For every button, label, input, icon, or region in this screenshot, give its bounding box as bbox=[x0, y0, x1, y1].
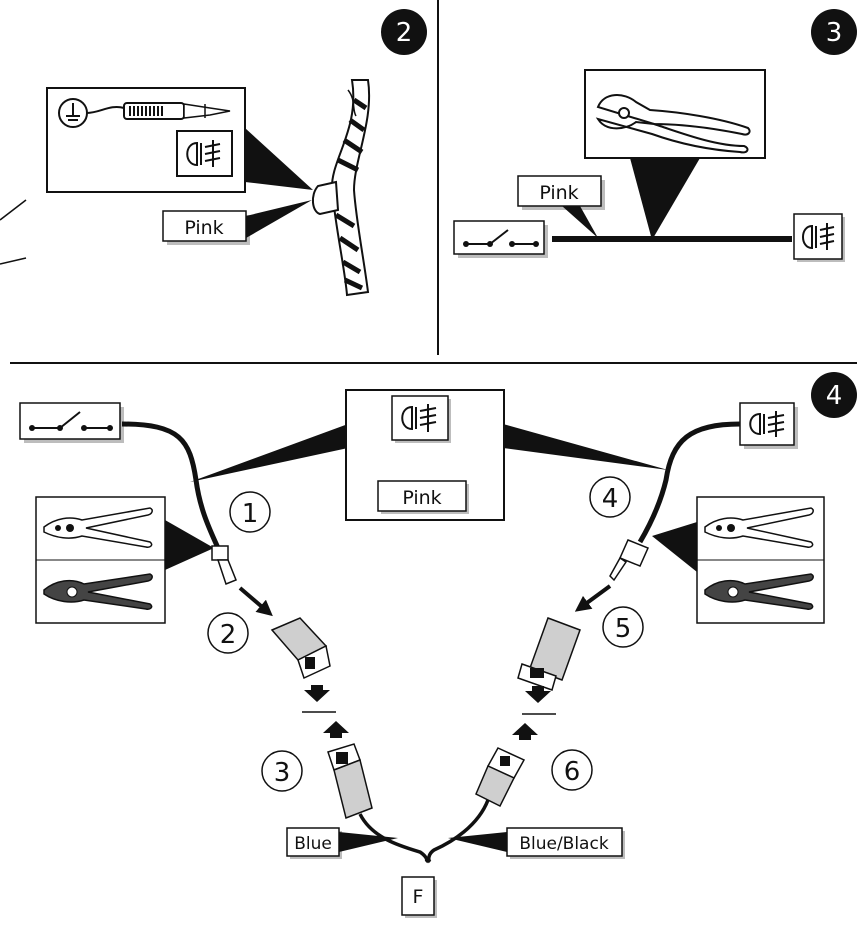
pink-wire-probe-point bbox=[312, 180, 340, 216]
blue-black-label-text: Blue/Black bbox=[519, 834, 608, 854]
mating-arrow-down bbox=[525, 686, 551, 703]
connector-icon bbox=[475, 747, 526, 808]
blue-label bbox=[286, 827, 340, 857]
step-4-panel: 4 bbox=[19, 372, 857, 918]
step-3-number: 3 bbox=[826, 18, 843, 48]
blue-label-text: Blue bbox=[294, 834, 332, 854]
callout-6: 6 bbox=[551, 749, 593, 791]
fog-lamp-icon bbox=[793, 213, 845, 262]
crimping-tool-icon bbox=[43, 573, 153, 610]
callout-3-number: 3 bbox=[274, 758, 291, 788]
step-3-badge: 3 bbox=[811, 9, 857, 55]
edge-line bbox=[0, 257, 27, 265]
pink-label-step2-text: Pink bbox=[184, 217, 223, 239]
step-4-number: 4 bbox=[826, 381, 843, 411]
step-2-number: 2 bbox=[396, 18, 413, 48]
connector-icon bbox=[327, 743, 373, 820]
callout-pointer bbox=[165, 520, 214, 570]
pink-label-step4 bbox=[377, 480, 467, 512]
callout-1-number: 1 bbox=[242, 499, 259, 529]
pink-label-step3 bbox=[517, 175, 602, 207]
callout-1: 1 bbox=[229, 491, 271, 533]
step-2-panel: 2 bbox=[0, 9, 427, 297]
fog-lamp-icon bbox=[176, 130, 233, 177]
connector-icon bbox=[270, 617, 331, 680]
callout-2-number: 2 bbox=[220, 620, 237, 650]
step-4-badge: 4 bbox=[811, 372, 857, 418]
mating-arrow-down bbox=[304, 685, 330, 702]
fog-lamp-icon bbox=[391, 395, 451, 443]
fog-lamp-icon bbox=[739, 402, 798, 449]
connector-f-label bbox=[401, 876, 435, 916]
callout-2: 2 bbox=[207, 612, 249, 654]
edge-line bbox=[0, 199, 27, 221]
connector-f-text: F bbox=[413, 886, 424, 908]
crimping-tool-icon bbox=[43, 507, 153, 548]
wire-harness bbox=[312, 79, 371, 297]
crimping-tool-icon bbox=[704, 573, 814, 610]
callout-4: 4 bbox=[589, 476, 631, 518]
mating-arrow-up bbox=[323, 721, 349, 738]
callout-4-number: 4 bbox=[602, 484, 619, 514]
terminal-left bbox=[211, 545, 237, 585]
step-2-badge: 2 bbox=[381, 9, 427, 55]
callout-pointer bbox=[190, 424, 348, 482]
pink-label-step3-text: Pink bbox=[539, 182, 578, 204]
test-light-icon bbox=[86, 102, 231, 120]
pink-label-step4-text: Pink bbox=[402, 487, 441, 509]
switch-icon bbox=[19, 402, 124, 443]
terminal-right bbox=[609, 539, 650, 582]
pink-label-step2 bbox=[162, 210, 247, 242]
callout-3: 3 bbox=[261, 750, 303, 792]
crimping-tool-icon bbox=[704, 507, 814, 548]
callout-6-number: 6 bbox=[564, 757, 581, 787]
insert-arrow bbox=[574, 584, 612, 612]
blue-wire bbox=[358, 813, 429, 864]
wire-cutter-icon bbox=[595, 94, 751, 154]
callout-pointer bbox=[630, 158, 700, 240]
step-3-panel: 3 bbox=[453, 9, 857, 262]
mating-arrow-up bbox=[512, 723, 538, 740]
callout-pointer bbox=[245, 128, 313, 190]
connector-icon bbox=[517, 617, 581, 691]
callout-pointer bbox=[652, 522, 697, 572]
label-pointer bbox=[339, 832, 398, 852]
pink-wire-right bbox=[637, 421, 741, 544]
blue-black-label bbox=[506, 827, 623, 857]
label-pointer bbox=[448, 832, 507, 852]
label-pointer bbox=[246, 200, 312, 238]
callout-5-number: 5 bbox=[615, 614, 632, 644]
callout-5: 5 bbox=[602, 606, 644, 648]
switch-icon bbox=[453, 220, 548, 258]
label-pointer bbox=[562, 206, 598, 238]
callout-pointer bbox=[503, 424, 668, 470]
ground-icon bbox=[58, 98, 88, 128]
blue-black-wire bbox=[427, 799, 490, 864]
insert-arrow bbox=[238, 586, 273, 617]
